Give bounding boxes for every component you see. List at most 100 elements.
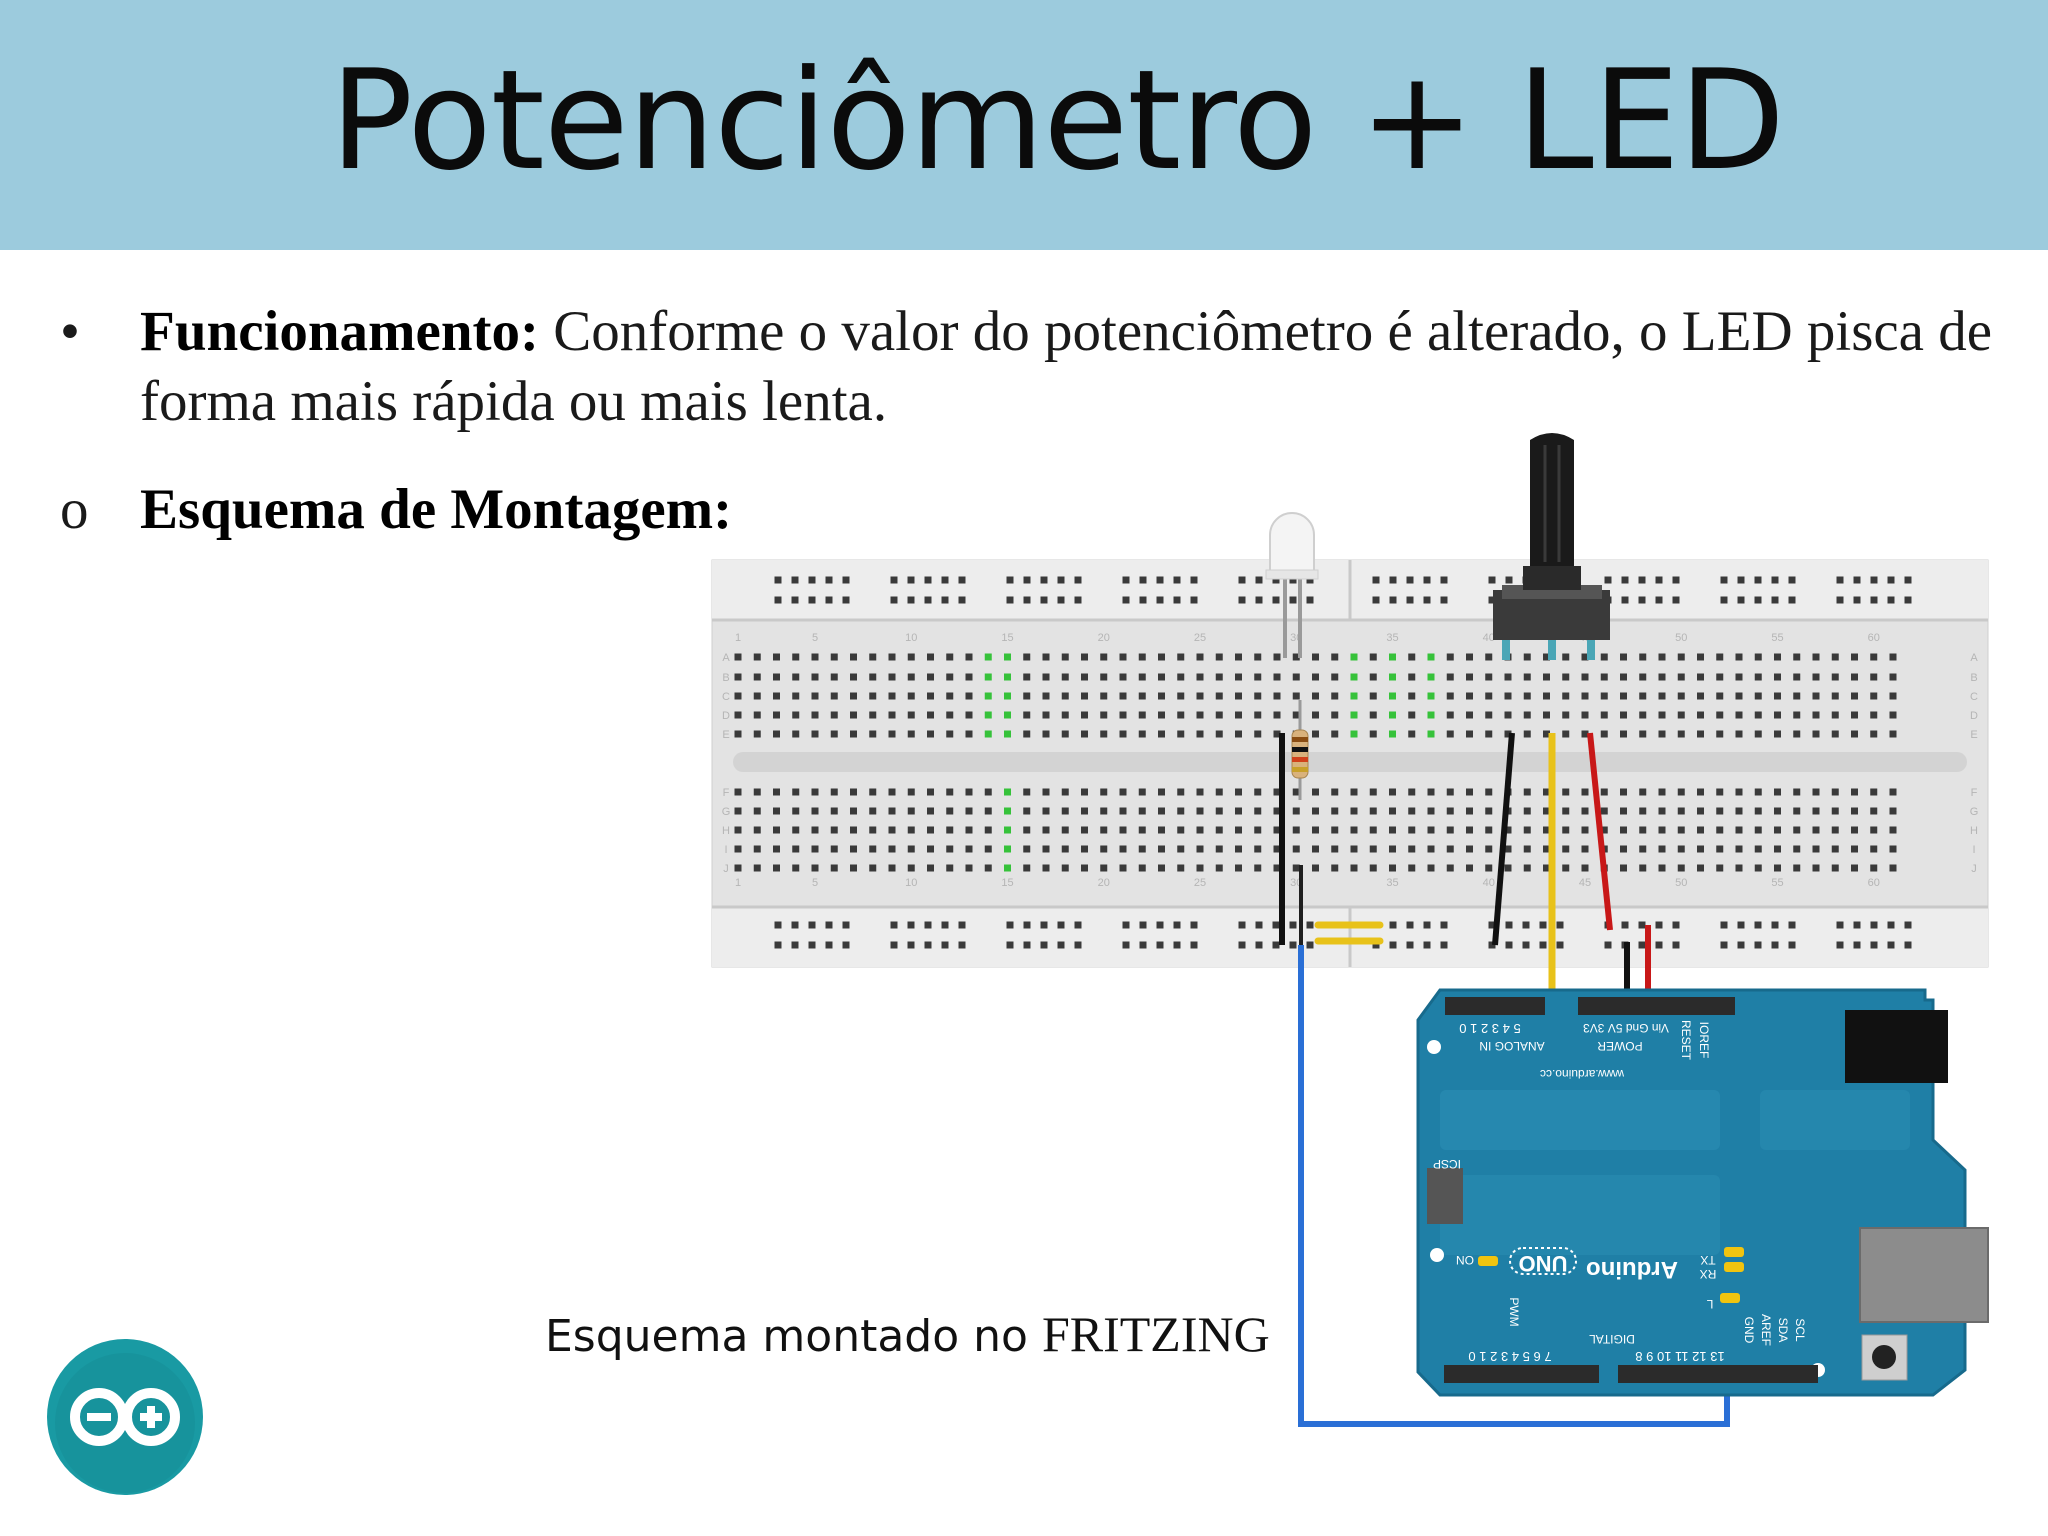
ioref-label: IOREF bbox=[1697, 1022, 1711, 1059]
wire-pot-gnd bbox=[1492, 732, 1515, 946]
l-label: L bbox=[1706, 1297, 1713, 1311]
breadboard-column-number: 1 bbox=[735, 632, 741, 644]
tx-label: TX bbox=[1700, 1253, 1715, 1267]
breadboard-column-number: 45 bbox=[1579, 877, 1591, 889]
analog-in-label: ANALOG IN bbox=[1479, 1039, 1544, 1053]
breadboard-column-number: 40 bbox=[1483, 877, 1495, 889]
title-band bbox=[0, 0, 2048, 250]
breadboard-column-number: 1 bbox=[735, 877, 741, 889]
wires bbox=[1279, 732, 1730, 1427]
breadboard-column-number: 35 bbox=[1386, 632, 1398, 644]
slide-title: Potenciômetro + LED bbox=[330, 40, 1785, 201]
power-header bbox=[1578, 997, 1735, 1015]
breadboard-column-number: 20 bbox=[1098, 632, 1110, 644]
rx-label: RX bbox=[1700, 1267, 1717, 1281]
breadboard-row-letter: D bbox=[722, 710, 730, 722]
usb-port bbox=[1859, 1227, 1989, 1323]
breadboard-row-letter: A bbox=[722, 652, 730, 664]
potentiometer bbox=[1493, 433, 1610, 660]
analog-header bbox=[1445, 997, 1545, 1015]
sda-label: SDA bbox=[1776, 1318, 1790, 1343]
bullet-label: Funcionamento: bbox=[140, 300, 539, 363]
arduino-url: www.arduino.cc bbox=[1540, 1067, 1625, 1081]
breadboard-row-letter: E bbox=[722, 729, 729, 741]
icsp-header bbox=[1427, 1168, 1463, 1224]
analog-pin-numbers: 5 4 3 2 1 0 bbox=[1459, 1021, 1520, 1036]
bullet-body: Conforme o valor do potenciômetro é alte… bbox=[140, 300, 1993, 433]
arduino-infinity-logo-icon bbox=[47, 1339, 203, 1495]
breadboard-column-number: 15 bbox=[1001, 632, 1013, 644]
breadboard-row-letter: C bbox=[722, 691, 730, 703]
digital-pin-numbers-high: 13 12 11 10 9 8 bbox=[1635, 1349, 1724, 1364]
breadboard-column-number: 60 bbox=[1868, 877, 1880, 889]
bullet-funcionamento: • Funcionamento: Conforme o valor do pot… bbox=[60, 297, 2000, 437]
power-label: POWER bbox=[1597, 1039, 1643, 1053]
breadboard-column-number: 60 bbox=[1868, 632, 1880, 644]
breadboard-row-letter: A bbox=[1970, 652, 1978, 664]
gnd-label: GND bbox=[1742, 1317, 1756, 1344]
center-channel bbox=[733, 752, 1967, 772]
breadboard: 1155101015152020252530303535404045455050… bbox=[711, 559, 1989, 968]
breadboard-column-number: 55 bbox=[1771, 632, 1783, 644]
breadboard-column-number: 5 bbox=[812, 877, 818, 889]
digital-header-high bbox=[1618, 1365, 1818, 1383]
pwm-label: PWM bbox=[1507, 1297, 1521, 1326]
breadboard-column-number: 20 bbox=[1098, 877, 1110, 889]
power-pin-labels: Vin Gnd 5V 3V3 bbox=[1583, 1021, 1669, 1035]
breadboard-row-letter: G bbox=[722, 806, 731, 818]
arduino-uno: 5 4 3 2 1 0 ANALOG IN Vin Gnd 5V 3V3 POW… bbox=[1416, 988, 1989, 1397]
caption-brand: FRITZING bbox=[1041, 1306, 1270, 1362]
breadboard-row-letter: E bbox=[1970, 729, 1977, 741]
breadboard-row-letter: J bbox=[1971, 863, 1977, 875]
caption-text: Esquema montado no bbox=[545, 1311, 1042, 1362]
bullet-esquema: o Esquema de Montagem: bbox=[60, 475, 732, 545]
bullet-marker: • bbox=[60, 300, 80, 363]
breadboard-column-number: 10 bbox=[905, 632, 917, 644]
dc-jack bbox=[1845, 1010, 1948, 1083]
diagram-caption: Esquema montado no FRITZING bbox=[545, 1305, 1270, 1363]
sub-bullet-label: Esquema de Montagem: bbox=[140, 478, 733, 541]
breadboard-row-letter: B bbox=[722, 672, 729, 684]
uno-label: UNO bbox=[1519, 1251, 1568, 1276]
breadboard-column-number: 40 bbox=[1483, 632, 1495, 644]
breadboard-column-number: 50 bbox=[1675, 877, 1687, 889]
arduino-brand: Arduino bbox=[1586, 1256, 1678, 1283]
reset-button bbox=[1872, 1345, 1896, 1369]
breadboard-row-letter: I bbox=[1972, 844, 1975, 856]
icsp-label: ICSP bbox=[1433, 1157, 1461, 1171]
breadboard-column-number: 50 bbox=[1675, 632, 1687, 644]
wire-led-signal bbox=[1298, 945, 1730, 1427]
aref-label: AREF bbox=[1759, 1314, 1773, 1346]
breadboard-row-letter: C bbox=[1970, 691, 1978, 703]
breadboard-column-number: 5 bbox=[812, 632, 818, 644]
breadboard-column-number: 10 bbox=[905, 877, 917, 889]
led bbox=[1265, 512, 1319, 658]
breadboard-column-number: 25 bbox=[1194, 632, 1206, 644]
digital-header-low bbox=[1444, 1365, 1599, 1383]
breadboard-row-letter: F bbox=[723, 787, 730, 799]
resistor bbox=[1291, 700, 1309, 800]
digital-pin-numbers-low: 7 6 5 4 3 2 1 0 bbox=[1468, 1349, 1551, 1364]
bullet-text: Funcionamento: Conforme o valor do poten… bbox=[140, 297, 2000, 437]
sub-bullet-marker: o bbox=[60, 478, 89, 541]
on-label: ON bbox=[1456, 1253, 1474, 1267]
breadboard-row-letter: H bbox=[722, 825, 730, 837]
breadboard-column-number: 25 bbox=[1194, 877, 1206, 889]
wire-pot-vcc bbox=[1587, 732, 1613, 931]
breadboard-column-number: 35 bbox=[1386, 877, 1398, 889]
breadboard-row-letter: B bbox=[1970, 672, 1977, 684]
breadboard-row-letter: F bbox=[1971, 787, 1978, 799]
breadboard-column-number: 55 bbox=[1771, 877, 1783, 889]
breadboard-row-letter: J bbox=[723, 863, 729, 875]
breadboard-column-number: 15 bbox=[1001, 877, 1013, 889]
breadboard-row-letter: H bbox=[1970, 825, 1978, 837]
digital-label: DIGITAL bbox=[1589, 1332, 1635, 1346]
scl-label: SCL bbox=[1793, 1318, 1807, 1342]
reset-label: RESET bbox=[1679, 1020, 1693, 1061]
breadboard-column-numbers: 1155101015152020252530303535404045455050… bbox=[735, 632, 1880, 889]
breadboard-row-letter: I bbox=[724, 844, 727, 856]
breadboard-row-letter: G bbox=[1970, 806, 1979, 818]
breadboard-row-letter: D bbox=[1970, 710, 1978, 722]
